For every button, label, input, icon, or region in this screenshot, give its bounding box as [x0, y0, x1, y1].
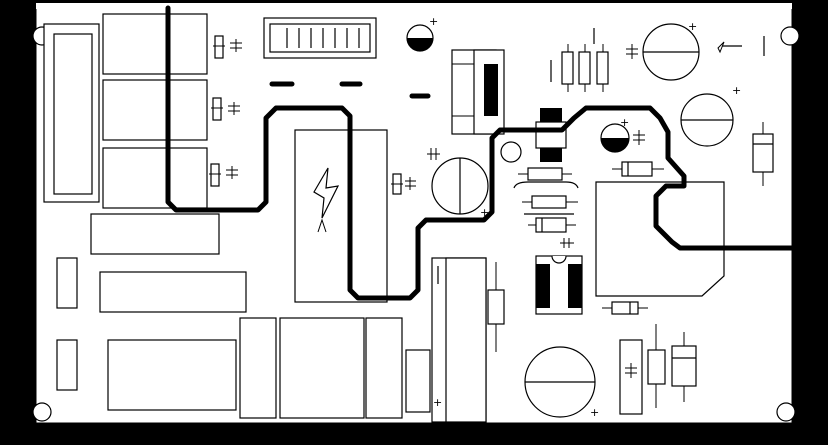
- inductor-top: [451, 49, 505, 135]
- left-connector: [43, 23, 100, 203]
- polarity-plus-3: +: [732, 84, 741, 97]
- polarity-plus-2: +: [688, 20, 697, 33]
- relay-3: [102, 147, 208, 209]
- vertical-connector: +: [431, 257, 487, 423]
- resistor-array: [550, 28, 609, 92]
- polarity-plus-1: +: [429, 15, 438, 28]
- ic-chip: [535, 255, 583, 315]
- lower-left-components: [56, 213, 247, 411]
- mounting-hole-bottom-right: [776, 402, 796, 422]
- resistor-horizontal-1: [612, 161, 664, 177]
- diode-small: [602, 301, 648, 315]
- bottom-right-components: [619, 324, 697, 415]
- relay-1: [102, 13, 208, 75]
- electrolytic-cap-small: +: [600, 116, 645, 153]
- polarity-plus-6: +: [433, 396, 442, 409]
- relay-2: [102, 79, 208, 141]
- choke-top: [535, 108, 567, 162]
- component-cluster-mid: [513, 167, 579, 248]
- electrolytic-cap-top: +: [406, 15, 438, 52]
- electrolytic-cap-middle: +: [431, 157, 489, 219]
- bottom-center-blocks: [239, 317, 431, 419]
- pin-header: [263, 17, 377, 59]
- high-voltage-trace: [165, 5, 795, 301]
- diode-right: [752, 122, 774, 186]
- electrolytic-cap-right: +: [680, 84, 741, 147]
- high-voltage-icon: [313, 167, 340, 219]
- module-block: [595, 181, 725, 297]
- relay-bank: [102, 13, 208, 209]
- board-top-edge: [36, 3, 792, 9]
- mounting-holes: [32, 26, 800, 422]
- polarity-plus-5: +: [620, 116, 629, 129]
- jumper-dashes: [269, 81, 431, 99]
- mounting-hole-bottom-left: [32, 402, 52, 422]
- electrolytic-cap-bottom: +: [524, 346, 599, 419]
- polarity-plus-7: +: [590, 406, 599, 419]
- small-capacitor-mid: [391, 148, 440, 195]
- heatsink: [294, 129, 388, 303]
- electrolytic-cap-top-right: +: [626, 20, 765, 81]
- test-point: [500, 141, 522, 163]
- small-capacitors-left: [209, 35, 242, 187]
- polarity-plus-4: +: [480, 206, 489, 219]
- mounting-hole-top-right: [780, 26, 800, 46]
- resistor-vertical: [487, 262, 505, 352]
- high-voltage-arrow-icon: [317, 218, 327, 233]
